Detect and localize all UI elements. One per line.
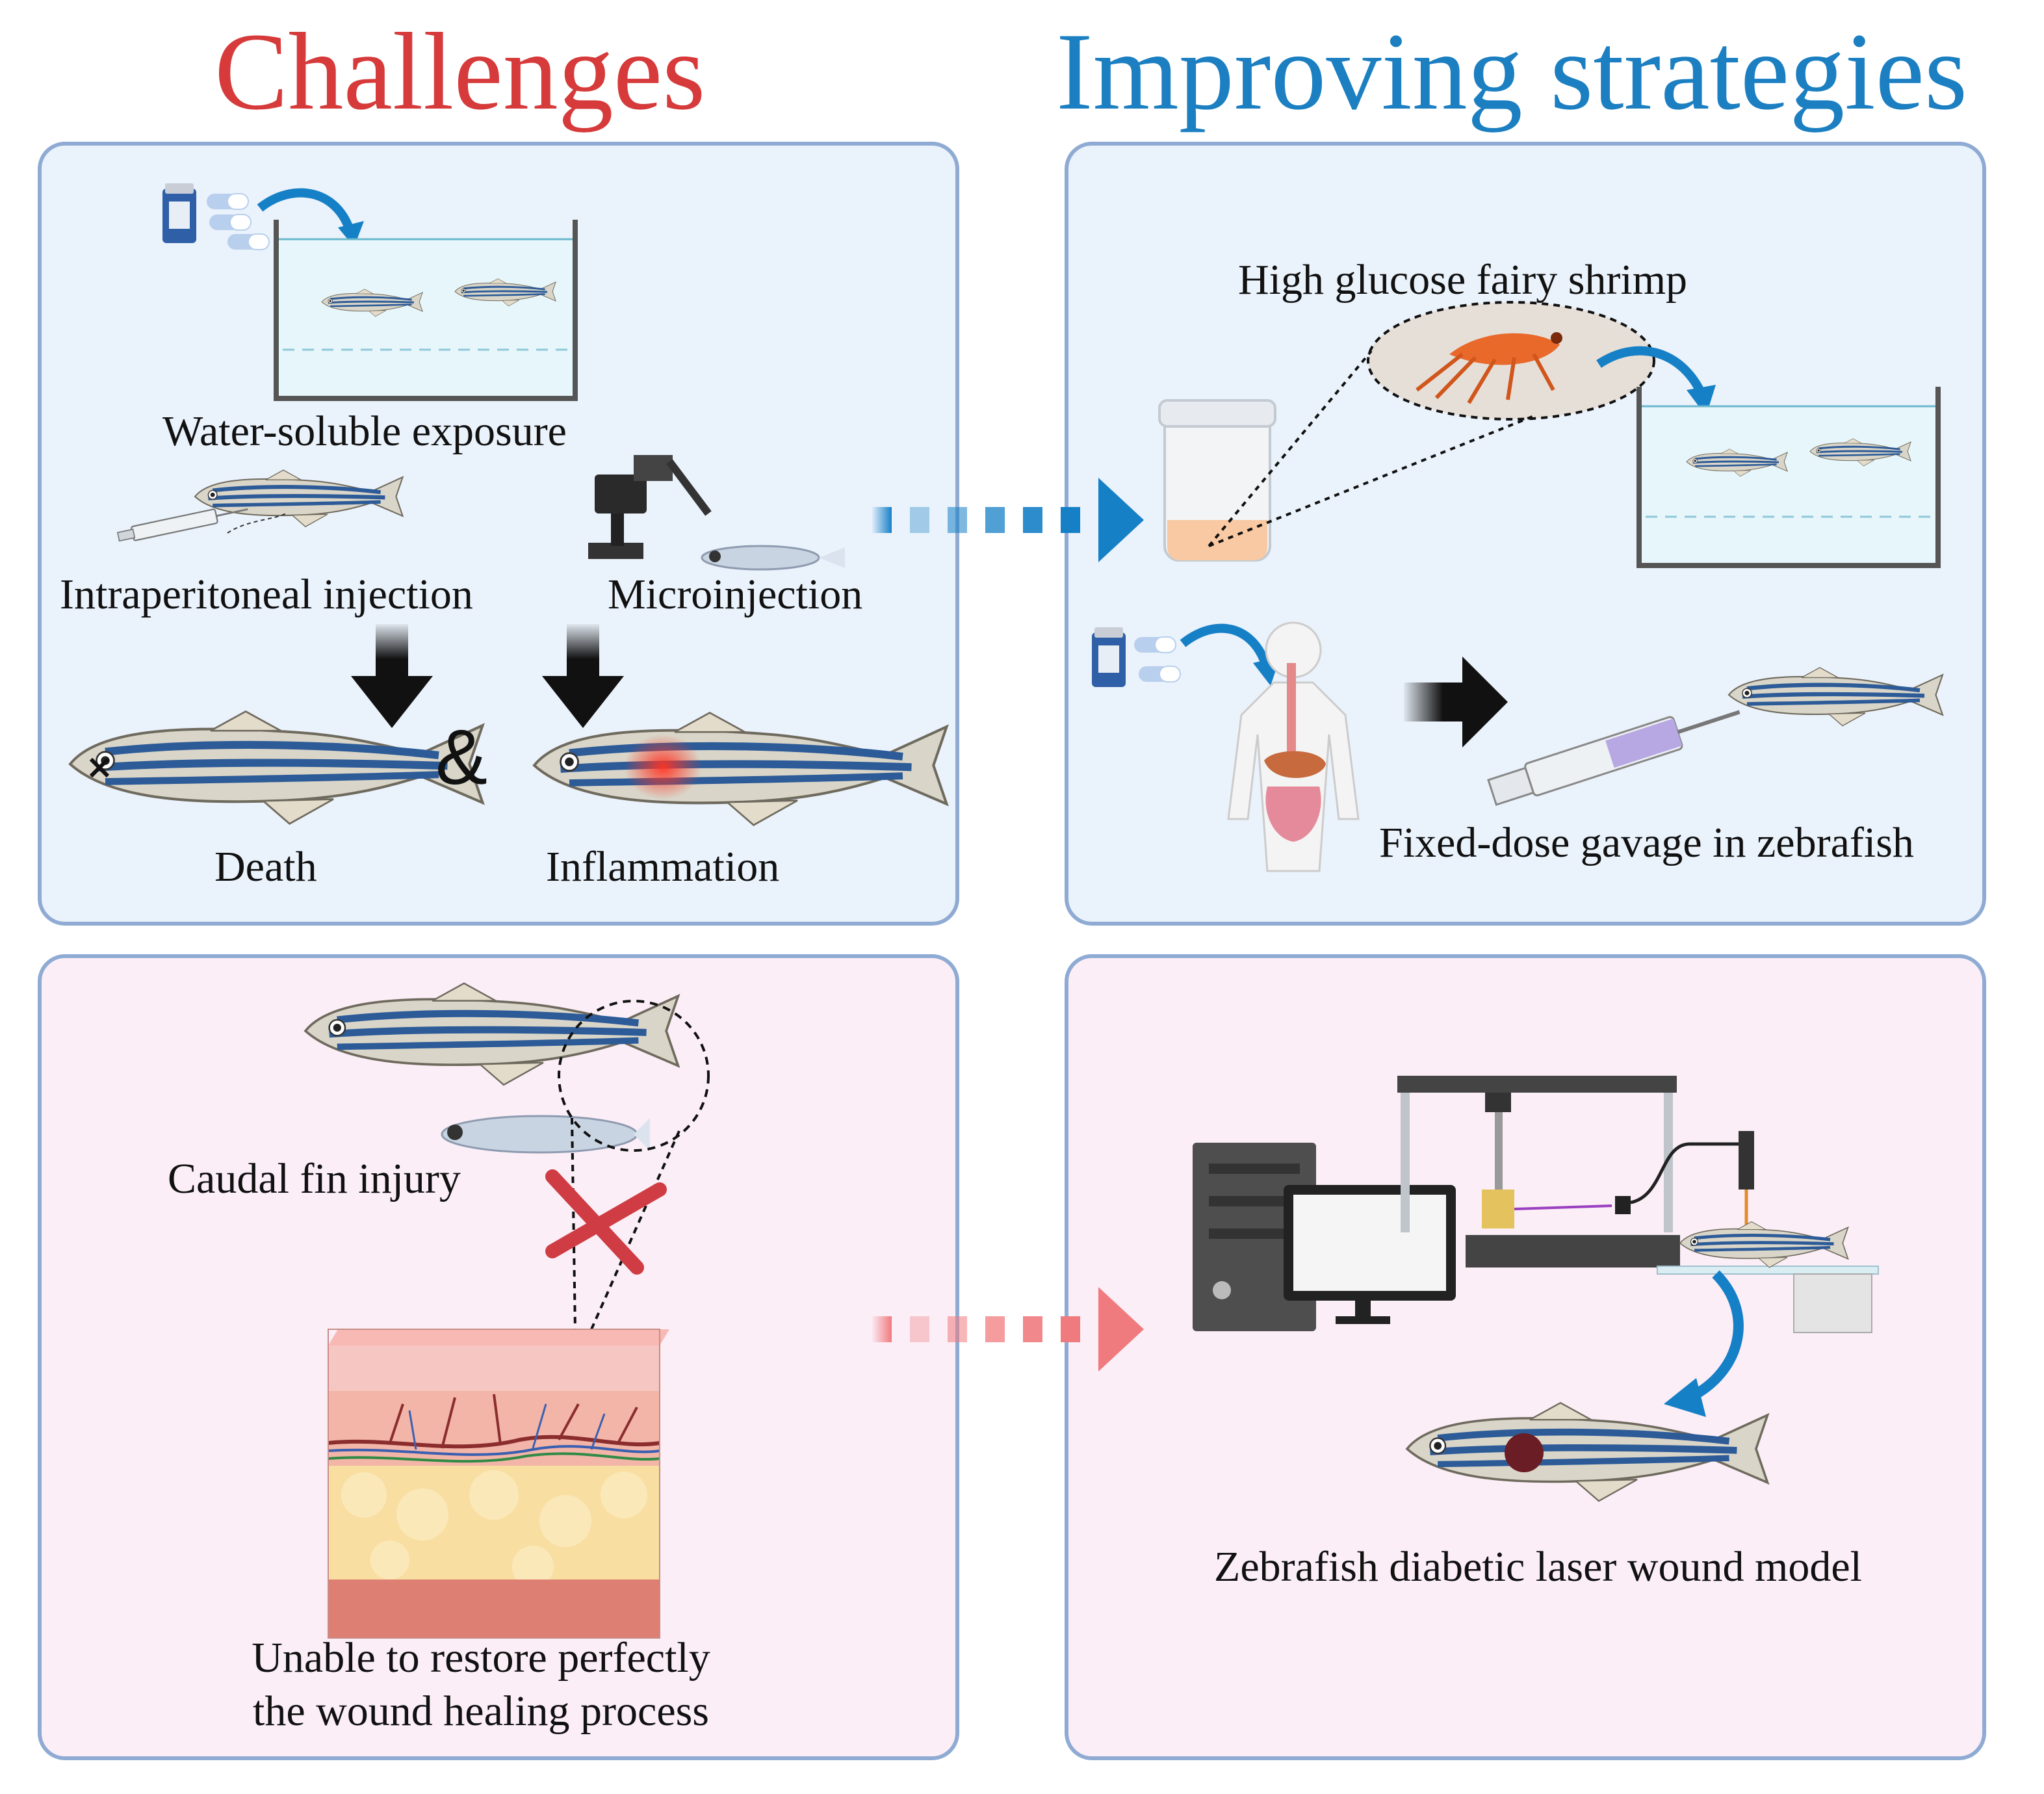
fairy-shrimp-icon: [1416, 332, 1562, 404]
drug-bottle-icon: [162, 183, 196, 243]
transition-arrow-pink: [872, 1287, 1144, 1372]
transfer-arrow-icon: [1596, 346, 1707, 398]
strategies-heading: Improving strategies: [1056, 10, 1968, 133]
down-arrow-icon: [542, 676, 624, 728]
ampersand-symbol: &: [435, 714, 488, 801]
water-exposure-label: Water-soluble exposure: [162, 408, 567, 455]
culture-jar-icon: [1158, 399, 1276, 562]
microinjection-label: Microinjection: [608, 571, 863, 618]
transfer-arrow-icon: [1180, 623, 1272, 671]
gavage-label: Fixed-dose gavage in zebrafish: [1379, 819, 1914, 866]
laser-station-icon: [1397, 1076, 1879, 1333]
human-digestive-icon: [1227, 621, 1360, 872]
transition-arrow-blue: [872, 478, 1144, 562]
curved-arrow-icon: [1687, 1270, 1744, 1403]
intraperitoneal-injection-label: Intraperitoneal injection: [60, 571, 473, 618]
zebrafish-icon: [1729, 668, 1943, 726]
restore-line-1: Unable to restore perfectly: [252, 1634, 710, 1682]
capsule-icon: [1133, 636, 1181, 682]
zebrafish-icon: [195, 470, 403, 526]
restore-line-2: the wound healing process: [253, 1687, 709, 1735]
adult-zebrafish-icon: [305, 983, 678, 1085]
laser-wound-model-label: Zebrafish diabetic laser wound model: [1214, 1543, 1862, 1591]
tank-icon: [276, 220, 575, 398]
caudal-fin-injury-label: Caudal fin injury: [168, 1155, 461, 1202]
challenges-heading: Challenges: [214, 10, 706, 133]
fairy-shrimp-label: High glucose fairy shrimp: [1238, 256, 1688, 304]
transfer-arrow-icon: [257, 188, 356, 236]
right-arrow-icon: [1462, 656, 1508, 748]
inflammation-label: Inflammation: [546, 843, 780, 890]
wounded-zebrafish-icon: [1407, 1403, 1768, 1501]
capsule-icon: [206, 193, 270, 250]
dead-zebrafish-icon: [70, 712, 483, 824]
monitor-icon: [1284, 1185, 1456, 1324]
down-arrow-icon: [351, 676, 433, 728]
cross-mark-icon: [545, 1169, 667, 1275]
drug-bottle-icon: [1092, 627, 1126, 687]
skin-layers-icon: [328, 1329, 669, 1639]
death-label: Death: [214, 843, 317, 890]
gavage-syringe-icon: [1487, 710, 1740, 806]
larva-icon: [441, 1115, 650, 1154]
microinjector-icon: [588, 455, 712, 559]
inflamed-zebrafish-icon: [534, 713, 947, 826]
larva-icon: [701, 545, 845, 571]
tank-icon: [1639, 387, 1938, 566]
zebrafish-icon: [1680, 1222, 1848, 1268]
